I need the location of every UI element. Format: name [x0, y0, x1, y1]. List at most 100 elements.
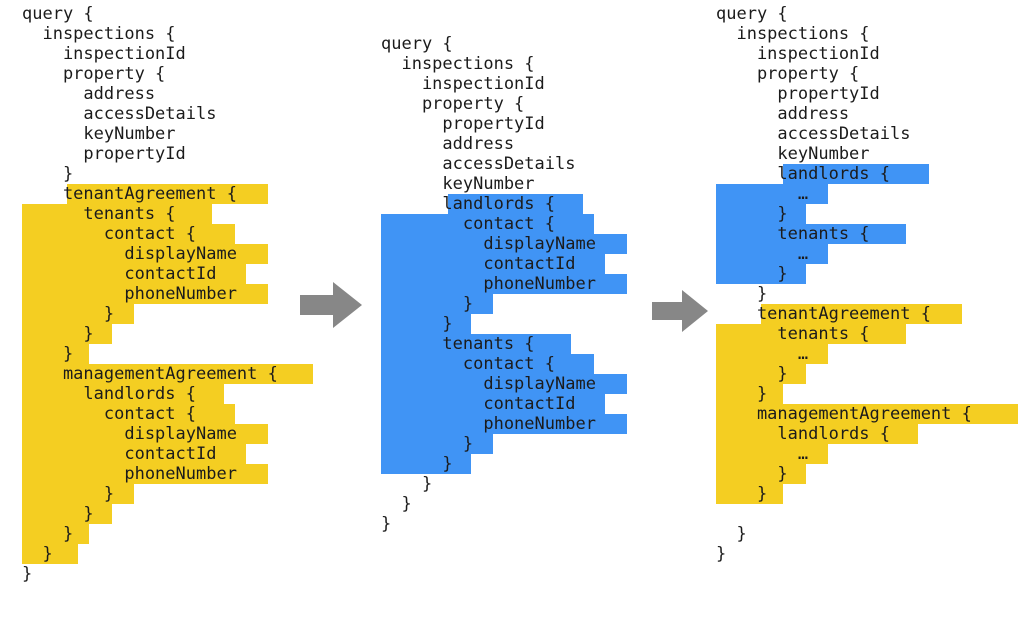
code-line: inspections {: [716, 24, 972, 44]
code-text: }: [22, 524, 74, 544]
code-text: …: [716, 344, 809, 364]
line-highlight-yellow: [716, 404, 1019, 424]
line-highlight-yellow: [22, 344, 90, 364]
line-highlight-yellow: [716, 464, 806, 484]
code-line: …: [716, 184, 972, 204]
code-text: propertyId: [716, 84, 880, 104]
line-highlight-yellow: [22, 304, 134, 324]
code-text: inspections {: [22, 24, 176, 44]
line-highlight-yellow: [716, 364, 806, 384]
line-highlight-yellow: [22, 444, 246, 464]
code-text: }: [716, 524, 747, 544]
line-highlight-yellow: [716, 484, 784, 504]
code-text: tenants {: [716, 324, 870, 344]
code-line: keyNumber: [381, 174, 596, 194]
code-line: landlords {: [22, 384, 278, 404]
code-text: }: [22, 164, 74, 184]
code-text: }: [716, 264, 788, 284]
code-text: address: [381, 134, 515, 154]
code-line: }: [716, 384, 972, 404]
code-text: }: [381, 494, 412, 514]
code-text: }: [381, 454, 453, 474]
arrow-stage2-to-stage3: [652, 290, 708, 332]
code-text: displayName: [22, 424, 237, 444]
code-line: }: [22, 504, 278, 524]
code-text: }: [22, 544, 53, 564]
code-text: tenantAgreement {: [22, 184, 237, 204]
code-line: }: [716, 284, 972, 304]
code-line: displayName: [381, 374, 628, 394]
code-text: accessDetails: [716, 124, 911, 144]
code-text: }: [22, 324, 94, 344]
code-text: }: [716, 384, 768, 404]
code-text: phoneNumber: [381, 274, 596, 294]
code-text: tenants {: [22, 204, 176, 224]
line-highlight-yellow: [22, 244, 269, 264]
line-highlight-blue: [716, 264, 806, 284]
code-line: tenants {: [716, 224, 972, 244]
code-text: landlords {: [716, 424, 890, 444]
code-line: property {: [22, 64, 278, 84]
code-text: propertyId: [381, 114, 545, 134]
code-line: landlords {: [716, 424, 972, 444]
code-line: query {: [716, 4, 972, 24]
code-line: landlords {: [381, 194, 596, 214]
code-line: }: [716, 204, 972, 224]
code-line: propertyId: [716, 84, 972, 104]
code-text: }: [22, 304, 115, 324]
code-text: }: [22, 504, 94, 524]
code-text: propertyId: [22, 144, 186, 164]
line-highlight-yellow: [22, 224, 235, 244]
line-highlight-blue: [381, 394, 605, 414]
line-highlight-blue: [381, 214, 594, 234]
line-highlight-yellow: [760, 304, 963, 324]
code-line: managementAgreement {: [22, 364, 314, 384]
code-text: query {: [22, 4, 94, 24]
line-highlight-blue: [381, 414, 628, 434]
code-line: }: [716, 524, 972, 544]
line-highlight-blue: [381, 234, 628, 254]
code-text: }: [381, 294, 474, 314]
code-text: inspectionId: [381, 74, 545, 94]
code-line: }: [22, 164, 278, 184]
code-text: query {: [381, 34, 453, 54]
code-text: tenantAgreement {: [716, 304, 931, 324]
code-text: …: [716, 184, 809, 204]
line-highlight-blue: [716, 204, 806, 224]
code-text: property {: [381, 94, 525, 114]
code-line: }: [381, 514, 596, 534]
line-highlight-blue: [381, 454, 471, 474]
code-line: contactId: [22, 264, 278, 284]
line-highlight-blue: [716, 244, 828, 264]
code-line: phoneNumber: [381, 414, 628, 434]
code-line: contact {: [22, 224, 278, 244]
code-text: }: [381, 434, 474, 454]
code-text: tenants {: [716, 224, 870, 244]
code-line: tenantAgreement {: [22, 184, 278, 204]
code-line: …: [716, 444, 972, 464]
code-line: }: [381, 454, 596, 474]
line-highlight-blue: [381, 254, 605, 274]
code-line: }: [716, 484, 972, 504]
line-highlight-yellow: [716, 344, 828, 364]
code-line: keyNumber: [22, 124, 278, 144]
code-line: contact {: [22, 404, 278, 424]
line-highlight-blue: [381, 314, 471, 334]
line-highlight-blue: [716, 224, 907, 244]
code-text: contact {: [22, 224, 196, 244]
code-line: contactId: [381, 254, 605, 274]
code-text: …: [716, 244, 809, 264]
code-line: query {: [22, 4, 278, 24]
code-line: inspections {: [22, 24, 278, 44]
line-highlight-yellow: [716, 424, 918, 444]
line-highlight-yellow: [22, 524, 90, 544]
code-text: }: [22, 344, 74, 364]
code-line: address: [22, 84, 278, 104]
code-text: inspections {: [381, 54, 535, 74]
line-highlight-yellow: [22, 484, 134, 504]
code-line: inspections {: [381, 54, 596, 74]
code-line: }: [716, 364, 972, 384]
code-block-query-stage-1: query { inspections { inspectionId prope…: [22, 4, 314, 584]
code-line: accessDetails: [381, 154, 596, 174]
code-text: inspectionId: [716, 44, 880, 64]
